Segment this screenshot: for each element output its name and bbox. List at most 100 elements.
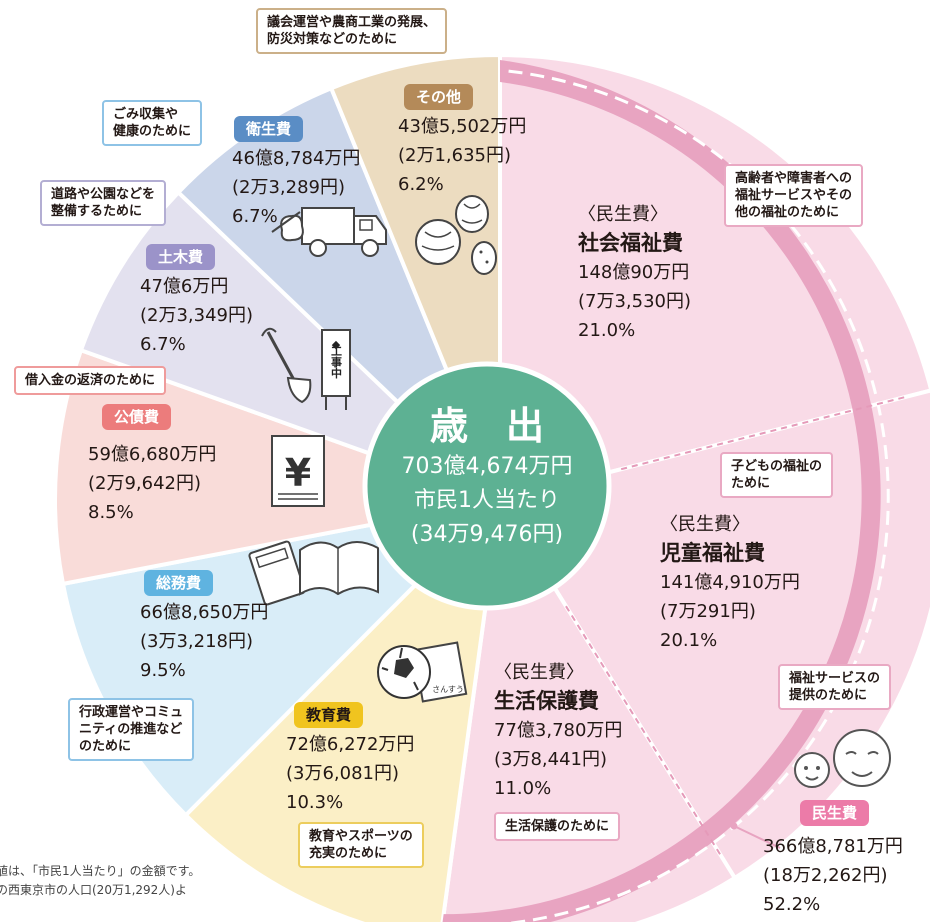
- pill-general: 総務費: [144, 570, 214, 596]
- segment-other: 43億5,502万円 (2万1,635円) 6.2%: [398, 112, 526, 199]
- segment-general-per: (3万3,218円): [140, 631, 254, 652]
- yen-symbol: ¥: [285, 451, 311, 495]
- callout-sanitation: ごみ収集や 健康のために: [102, 100, 203, 146]
- callout-civil-line: 整備するために: [51, 204, 143, 219]
- callout-education-line: 充実のために: [309, 846, 388, 861]
- callout-other-line: 議会運営や農商工業の発展、: [267, 15, 437, 30]
- segment-child-amount: 141億4,910万円: [660, 572, 800, 593]
- welfare-divider-1: [620, 396, 906, 471]
- segment-welfare-amount: 366億8,781万円: [763, 836, 903, 857]
- center-total: 703億4,674万円: [401, 454, 573, 479]
- footnote-line: 値は、「市民1人当たり」の金額です。: [0, 864, 201, 878]
- segment-sanitation-pct: 6.7%: [232, 206, 278, 227]
- segment-child-prefix: 〈民生費〉: [660, 514, 750, 535]
- segment-social: 〈民生費〉 社会福祉費 148億90万円 (7万3,530円) 21.0%: [578, 200, 691, 345]
- center-per-capita-label: 市民1人当たり: [414, 488, 560, 513]
- callout-other: 議会運営や農商工業の発展、 防災対策などのために: [256, 8, 448, 54]
- segment-social-per: (7万3,530円): [578, 291, 692, 312]
- callout-civil-line: 道路や公園などを: [51, 187, 156, 202]
- slice-dividers: [565, 396, 906, 856]
- segment-livelihood: 〈民生費〉 生活保護費 77億3,780万円 (3万8,441円) 11.0%: [494, 658, 622, 803]
- sign-diamond: ◆: [332, 338, 341, 351]
- callout-welfare: 福祉サービスの 提供のために: [778, 664, 892, 710]
- segment-other-pct: 6.2%: [398, 174, 444, 195]
- center-per-capita: (34万9,476円): [410, 522, 564, 547]
- segment-welfare-total: 366億8,781万円 (18万2,262円) 52.2%: [763, 832, 903, 919]
- center-circle: [362, 361, 612, 611]
- segment-welfare-pct: 52.2%: [763, 894, 821, 915]
- segment-general-pct: 9.5%: [140, 660, 186, 681]
- pill-education: 教育費: [294, 702, 364, 728]
- calculator-book-icon: [248, 540, 379, 606]
- segment-civil-per: (2万3,349円): [140, 305, 254, 326]
- illustrations: ◆ 工事中 ¥ さんすう: [248, 195, 891, 788]
- callout-other-line: 防災対策などのために: [267, 32, 398, 47]
- segment-livelihood-pct: 11.0%: [494, 778, 552, 799]
- segment-livelihood-prefix: 〈民生費〉: [494, 662, 584, 683]
- welfare-band: [442, 60, 890, 922]
- callout-welfare-line: 福祉サービスの: [789, 671, 881, 686]
- segment-sanitation: 46億8,784万円 (2万3,289円) 6.7%: [232, 144, 360, 231]
- callout-sanitation-line: ごみ収集や: [113, 107, 179, 122]
- callout-debt: 借入金の返済のために: [14, 366, 167, 395]
- sign-text: 工事中: [330, 345, 343, 379]
- welfare-divider-2: [565, 605, 722, 856]
- segment-education: 72億6,272万円 (3万6,081円) 10.3%: [286, 730, 414, 817]
- segment-general: 66億8,650万円 (3万3,218円) 9.5%: [140, 598, 268, 685]
- callout-general-line: のために: [79, 739, 132, 754]
- segment-sanitation-amount: 46億8,784万円: [232, 148, 361, 169]
- center-label: 歳 出 703億4,674万円 市民1人当たり (34万9,476円): [387, 402, 587, 552]
- segment-debt-amount: 59億6,680万円: [88, 444, 217, 465]
- yen-document-icon: ¥: [271, 435, 325, 507]
- welfare-leader: [733, 825, 781, 849]
- segment-livelihood-amount: 77億3,780万円: [494, 720, 623, 741]
- welfare-band-dash: [506, 69, 890, 922]
- callout-livelihood-line: 生活保護のために: [505, 819, 610, 834]
- callout-welfare-line: 提供のために: [789, 688, 868, 703]
- callout-social-line: 高齢者や障害者への: [735, 171, 853, 186]
- callout-general: 行政運営やコミュ ニティの推進など のために: [68, 698, 195, 761]
- callout-education: 教育やスポーツの 充実のために: [298, 822, 424, 868]
- segment-civil: 47億6万円 (2万3,349円) 6.7%: [140, 272, 253, 359]
- segment-child: 〈民生費〉 児童福祉費 141億4,910万円 (7万291円) 20.1%: [660, 510, 800, 655]
- center-title: 歳 出: [429, 404, 544, 448]
- callout-debt-line: 借入金の返済のために: [25, 373, 156, 388]
- vegetables-icon: [415, 195, 497, 275]
- pill-debt: 公債費: [102, 404, 172, 430]
- callout-child-line: ために: [731, 476, 771, 491]
- callout-civil: 道路や公園などを 整備するために: [40, 180, 167, 226]
- footnote-line: の西東京市の人口(20万1,292人)よ: [0, 883, 187, 897]
- segment-civil-pct: 6.7%: [140, 334, 186, 355]
- pill-welfare: 民生費: [800, 800, 870, 826]
- segment-child-per: (7万291円): [660, 601, 756, 622]
- callout-social-line: 他の福祉のために: [735, 205, 840, 220]
- footnote: 値は、「市民1人当たり」の金額です。 の西東京市の人口(20万1,292人)よ: [0, 862, 200, 900]
- pill-sanitation: 衛生費: [234, 116, 304, 142]
- segment-other-amount: 43億5,502万円: [398, 116, 527, 137]
- paper-text: さんすう: [432, 685, 464, 694]
- segment-debt: 59億6,680万円 (2万9,642円) 8.5%: [88, 440, 216, 527]
- callout-social: 高齢者や障害者への 福祉サービスやその 他の福祉のために: [724, 164, 864, 227]
- segment-sanitation-per: (2万3,289円): [232, 177, 346, 198]
- segment-education-pct: 10.3%: [286, 792, 344, 813]
- segment-social-amount: 148億90万円: [578, 262, 690, 283]
- pill-civil: 土木費: [146, 244, 216, 270]
- segment-education-amount: 72億6,272万円: [286, 734, 415, 755]
- segment-education-per: (3万6,081円): [286, 763, 400, 784]
- segment-debt-per: (2万9,642円): [88, 473, 202, 494]
- segment-livelihood-name: 生活保護費: [494, 689, 599, 713]
- callout-child-line: 子どもの福祉の: [731, 459, 823, 474]
- segment-welfare-per: (18万2,262円): [763, 865, 888, 886]
- callout-child: 子どもの福祉の ために: [720, 452, 834, 498]
- callout-livelihood: 生活保護のために: [494, 812, 621, 841]
- segment-civil-amount: 47億6万円: [140, 276, 229, 297]
- segment-social-prefix: 〈民生費〉: [578, 204, 668, 225]
- family-icon: [794, 729, 891, 788]
- construction-sign-icon: ◆ 工事中: [261, 327, 351, 410]
- segment-other-per: (2万1,635円): [398, 145, 512, 166]
- callout-general-line: ニティの推進など: [79, 722, 183, 737]
- segment-social-pct: 21.0%: [578, 320, 636, 341]
- segment-child-pct: 20.1%: [660, 630, 718, 651]
- slice-social: [498, 52, 930, 503]
- segment-social-name: 社会福祉費: [578, 231, 683, 255]
